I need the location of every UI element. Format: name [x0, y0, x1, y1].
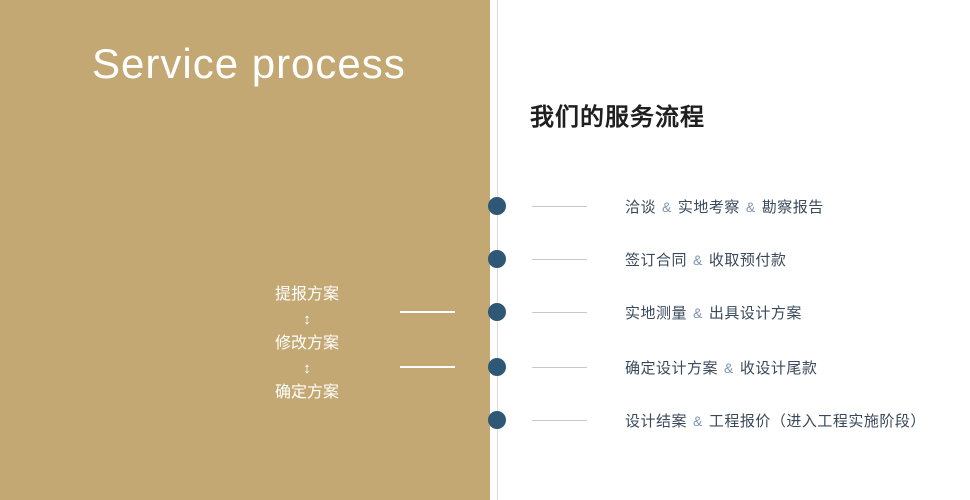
process-step-row: 实地测量&出具设计方案 — [532, 301, 802, 323]
ampersand-separator: & — [693, 251, 703, 268]
process-step-row: 洽谈&实地考察&勘察报告 — [532, 195, 824, 217]
ampersand-separator: & — [662, 198, 672, 215]
step-text: 设计结案&工程报价（进入工程实施阶段） — [625, 410, 926, 431]
step-text-segment: 收取预付款 — [708, 251, 787, 269]
timeline-dot — [488, 358, 506, 376]
up-down-arrow-icon: ↕ — [303, 311, 311, 328]
process-step-row: 设计结案&工程报价（进入工程实施阶段） — [532, 409, 926, 431]
step-text-segment: 签订合同 — [625, 251, 688, 269]
timeline-dot — [488, 411, 506, 429]
ampersand-separator: & — [724, 359, 734, 376]
step-text: 实地测量&出具设计方案 — [625, 302, 802, 323]
step-text: 洽谈&实地考察&勘察报告 — [625, 196, 824, 217]
page-title: Service process — [92, 40, 406, 87]
flow-step-confirm: 确定方案 — [274, 384, 339, 401]
ampersand-separator: & — [693, 412, 703, 429]
section-heading: 我们的服务流程 — [530, 104, 705, 131]
step-text: 确定设计方案&收设计尾款 — [625, 357, 817, 378]
step-dash-line — [532, 205, 587, 207]
flow-step-revise: 修改方案 — [274, 335, 339, 352]
flow-step-submit: 提报方案 — [274, 286, 339, 303]
process-step-row: 确定设计方案&收设计尾款 — [532, 356, 817, 378]
step-text-segment: 确定设计方案 — [625, 359, 719, 377]
timeline-dot — [488, 303, 506, 321]
step-text-segment: 设计结案 — [625, 412, 688, 430]
step-text: 签订合同&收取预付款 — [625, 249, 786, 270]
revision-flow: 提报方案 ↕ 修改方案 ↕ 确定方案 — [247, 283, 367, 405]
step-text-segment: 出具设计方案 — [708, 304, 802, 322]
step-text-segment: 工程报价（进入工程实施阶段） — [708, 412, 926, 430]
ampersand-separator: & — [693, 304, 703, 321]
step-dash-line — [532, 419, 587, 421]
step-text-segment: 实地测量 — [625, 304, 688, 322]
step-text-segment: 洽谈 — [625, 198, 657, 216]
timeline-dot — [488, 250, 506, 268]
ampersand-separator: & — [745, 198, 756, 215]
step-text-segment: 收设计尾款 — [739, 359, 818, 377]
process-step-row: 签订合同&收取预付款 — [532, 248, 786, 270]
step-text-segment: 实地考察 — [677, 198, 740, 216]
step-text-segment: 勘察报告 — [761, 198, 824, 216]
connector-line — [400, 366, 455, 368]
timeline-dot — [488, 197, 506, 215]
step-dash-line — [532, 311, 587, 313]
step-dash-line — [532, 366, 587, 368]
connector-line — [400, 311, 455, 313]
left-gold-panel: Service process 提报方案 ↕ 修改方案 ↕ 确定方案 — [0, 0, 490, 500]
step-dash-line — [532, 258, 587, 260]
up-down-arrow-icon: ↕ — [303, 360, 311, 377]
